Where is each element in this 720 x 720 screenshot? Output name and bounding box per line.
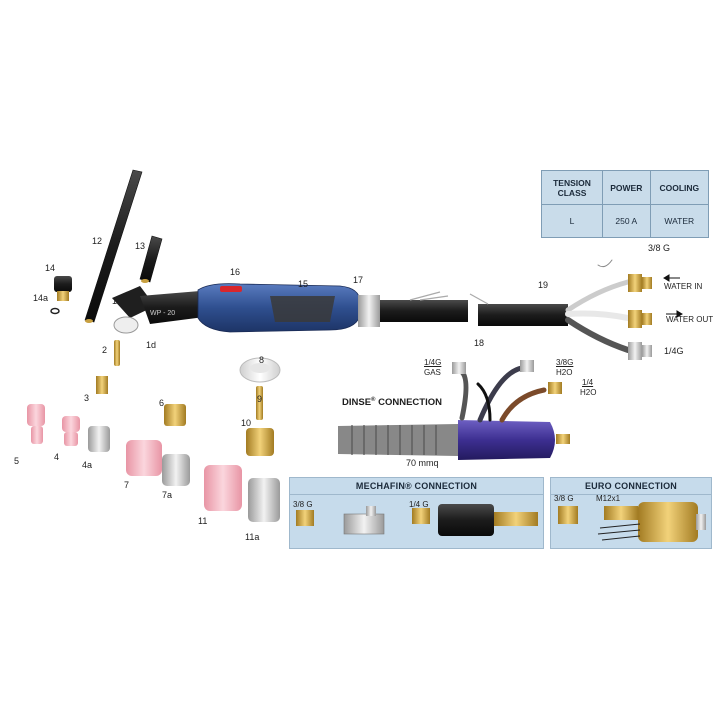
fitting-size-top: 3/8 G xyxy=(648,243,671,253)
dinse-water-fitting-1 xyxy=(520,360,534,372)
nozzle-7 xyxy=(126,440,162,476)
label-1: 1 xyxy=(112,296,118,306)
label-7: 7 xyxy=(124,480,130,490)
label-6: 6 xyxy=(159,398,165,408)
gas-lens-10-part xyxy=(246,428,274,456)
spec-header-tension-text: TENSION CLASS xyxy=(553,177,591,198)
euro-size-a: 3/8 G xyxy=(554,494,574,503)
spec-value-tension: L xyxy=(541,204,603,238)
dinse-title-reg: ® xyxy=(371,397,376,403)
head-marking: WP - 20 xyxy=(150,310,175,317)
euro-connector xyxy=(597,502,706,542)
flow-arrows xyxy=(663,274,683,318)
dinse-h2o-size-1: 3/8G xyxy=(556,358,574,367)
dinse-plug-size: 70 mmq xyxy=(406,458,439,468)
label-8: 8 xyxy=(259,355,265,365)
gas-fitting-label: 1/4G xyxy=(664,346,684,356)
dinse-h2o-label-1: H2O xyxy=(556,368,573,377)
trigger-button xyxy=(220,286,242,292)
dinse-title-main: DINSE xyxy=(342,397,372,409)
label-11a: 11a xyxy=(245,532,260,542)
spec-table: TENSION CLASS POWER COOLING L 250 A WATE… xyxy=(541,170,710,238)
label-3: 3 xyxy=(84,393,90,403)
short-back-cap-part xyxy=(139,235,163,283)
gas-lens-6-part xyxy=(164,404,186,426)
nozzle-11 xyxy=(204,465,242,511)
cable-wires xyxy=(409,291,489,305)
cable-hose-rear xyxy=(478,304,568,326)
label-12: 12 xyxy=(92,236,103,246)
screw-cap-part xyxy=(50,276,72,315)
nozzle-5 xyxy=(27,404,45,444)
dinse-gas-size: 1/4G xyxy=(424,358,442,367)
nozzle-4 xyxy=(62,416,80,446)
label-19: 19 xyxy=(538,280,549,290)
mechafin-title: MECHAFIN® CONNECTION xyxy=(290,481,543,495)
spec-value-cooling: WATER xyxy=(649,204,710,238)
spec-header-power: POWER xyxy=(602,170,651,205)
label-17: 17 xyxy=(353,275,364,285)
tungsten-electrode-part xyxy=(114,340,120,366)
coupling-nut xyxy=(358,295,380,327)
spec-value-power: 250 A xyxy=(602,204,651,238)
label-10: 10 xyxy=(241,418,252,428)
electrode-9-part xyxy=(256,386,263,420)
label-2: 2 xyxy=(102,345,108,355)
label-7a: 7a xyxy=(162,490,173,500)
label-13: 13 xyxy=(135,241,146,251)
mechafin-fitting-a xyxy=(296,510,314,526)
gas-fitting xyxy=(628,342,652,360)
long-back-cap-part xyxy=(84,169,143,323)
label-9: 9 xyxy=(257,394,263,404)
water-in-label: WATER IN xyxy=(664,282,703,291)
dinse-water-fitting-2 xyxy=(548,382,562,394)
label-18: 18 xyxy=(474,338,485,348)
dinse-h2o-size-2: 1/4 xyxy=(582,378,594,387)
nozzle-4a xyxy=(88,426,110,452)
label-16: 16 xyxy=(230,267,241,277)
label-1d: 1d xyxy=(146,340,157,350)
dinse-plug xyxy=(338,420,570,460)
dinse-gas-label: GAS xyxy=(424,368,441,377)
dinse-h2o-label-2: H2O xyxy=(580,388,597,397)
label-14a: 14a xyxy=(33,293,49,303)
label-11: 11 xyxy=(198,516,208,526)
label-14: 14 xyxy=(45,263,56,273)
label-15: 15 xyxy=(298,279,309,289)
dinse-title: DINSE® CONNECTION xyxy=(342,397,442,408)
nozzle-11a xyxy=(248,478,280,522)
insulator-8 xyxy=(239,357,281,383)
spec-header-tension: TENSION CLASS xyxy=(541,170,603,205)
collet-body-part xyxy=(96,376,108,394)
water-in-fitting xyxy=(628,274,652,292)
water-out-fitting xyxy=(628,310,652,328)
mechafin-size-a: 3/8 G xyxy=(293,500,313,509)
label-4: 4 xyxy=(54,452,60,462)
cable-hose-front xyxy=(380,300,468,322)
label-5: 5 xyxy=(14,456,20,466)
euro-title: EURO CONNECTION xyxy=(551,481,711,495)
torch-head-part: WP - 20 xyxy=(112,286,212,334)
dinse-title-rest: CONNECTION xyxy=(375,397,442,409)
mechafin-connector xyxy=(438,504,538,536)
rear-cables xyxy=(565,259,631,353)
nozzle-7a xyxy=(162,454,190,486)
label-4a: 4a xyxy=(82,460,93,470)
water-out-label: WATER OUT xyxy=(666,315,714,324)
mechafin-size-b: 1/4 G xyxy=(409,500,429,509)
torch-handle-part xyxy=(197,283,361,333)
dinse-hoses xyxy=(459,365,547,423)
euro-fitting xyxy=(558,506,578,524)
mechafin-adapter xyxy=(343,506,385,535)
euro-size-b: M12x1 xyxy=(596,494,621,503)
mechafin-fitting-b xyxy=(412,508,430,524)
dinse-gas-fitting xyxy=(452,362,466,374)
